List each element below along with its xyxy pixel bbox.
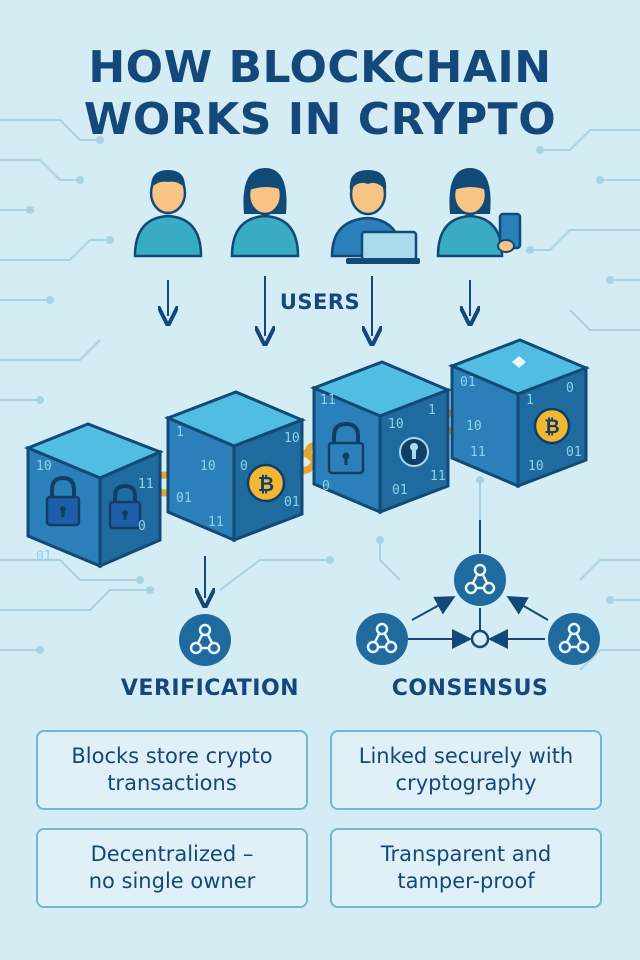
consensus-node-top-icon (454, 554, 506, 606)
svg-text:01: 01 (36, 549, 52, 564)
svg-text:11: 11 (430, 469, 446, 484)
user-arrows (168, 276, 470, 336)
svg-text:11: 11 (138, 477, 154, 492)
users-label: USERS (279, 290, 361, 314)
svg-text:0: 0 (138, 519, 146, 534)
fact-card-text: Blocks store crypto transactions (71, 744, 273, 795)
block-1 (24, 422, 164, 569)
block-2: ₿ (163, 390, 307, 543)
fact-card-storage: Blocks store crypto transactions (36, 730, 308, 810)
svg-text:11: 11 (208, 515, 224, 530)
binary-digits: 10 01 11 0 1 10 01 11 0 10 01 11 0 10 1 … (36, 375, 582, 564)
svg-text:0: 0 (566, 381, 574, 396)
user-laptop-icon (330, 170, 420, 264)
svg-text:01: 01 (460, 375, 476, 390)
fact-card-text: Decentralized – no single owner (88, 842, 256, 893)
svg-text:11: 11 (470, 445, 486, 460)
svg-text:1: 1 (428, 403, 436, 418)
svg-text:01: 01 (176, 491, 192, 506)
svg-text:₿: ₿ (258, 472, 274, 496)
svg-text:₿: ₿ (544, 416, 559, 438)
user-female-icon (230, 168, 300, 258)
verification-label: VERIFICATION (120, 676, 300, 701)
user-phone-icon (436, 168, 522, 258)
consensus-node-left-icon (356, 613, 408, 665)
svg-text:10: 10 (388, 417, 404, 432)
fact-card-tamper-proof: Transparent and tamper-proof (330, 828, 602, 908)
svg-text:10: 10 (36, 459, 52, 474)
page-title-line-1: HOW BLOCKCHAIN (88, 42, 552, 93)
bitcoin-icon: ₿ (246, 463, 286, 503)
svg-text:10: 10 (200, 459, 216, 474)
consensus-label: CONSENSUS (391, 676, 549, 701)
svg-text:0: 0 (322, 479, 330, 494)
padlock-icon (45, 475, 81, 527)
fact-card-cryptography: Linked securely with cryptography (330, 730, 602, 810)
svg-text:01: 01 (566, 445, 582, 460)
svg-text:01: 01 (284, 495, 300, 510)
fact-card-decentralized: Decentralized – no single owner (36, 828, 308, 908)
page-title-line-2: WORKS IN CRYPTO (83, 94, 557, 145)
consensus-network (405, 520, 549, 649)
svg-text:1: 1 (176, 425, 184, 440)
verification-node-icon (179, 614, 231, 666)
svg-text:10: 10 (466, 419, 482, 434)
svg-text:10: 10 (284, 431, 300, 446)
block-4: ₿ (447, 338, 591, 489)
svg-text:10: 10 (528, 459, 544, 474)
user-male-icon (133, 170, 203, 258)
fact-card-text: Linked securely with cryptography (358, 744, 574, 795)
consensus-node-right-icon (548, 613, 600, 665)
svg-text:01: 01 (392, 483, 408, 498)
svg-text:0: 0 (240, 459, 248, 474)
keyhole-icon (399, 437, 429, 467)
bitcoin-icon: ₿ (533, 407, 571, 445)
padlock-icon (108, 483, 142, 530)
fact-card-text: Transparent and tamper-proof (380, 842, 552, 893)
svg-text:11: 11 (320, 393, 336, 408)
svg-text:1: 1 (526, 393, 534, 408)
padlock-icon (327, 421, 365, 475)
block-3 (309, 360, 453, 515)
